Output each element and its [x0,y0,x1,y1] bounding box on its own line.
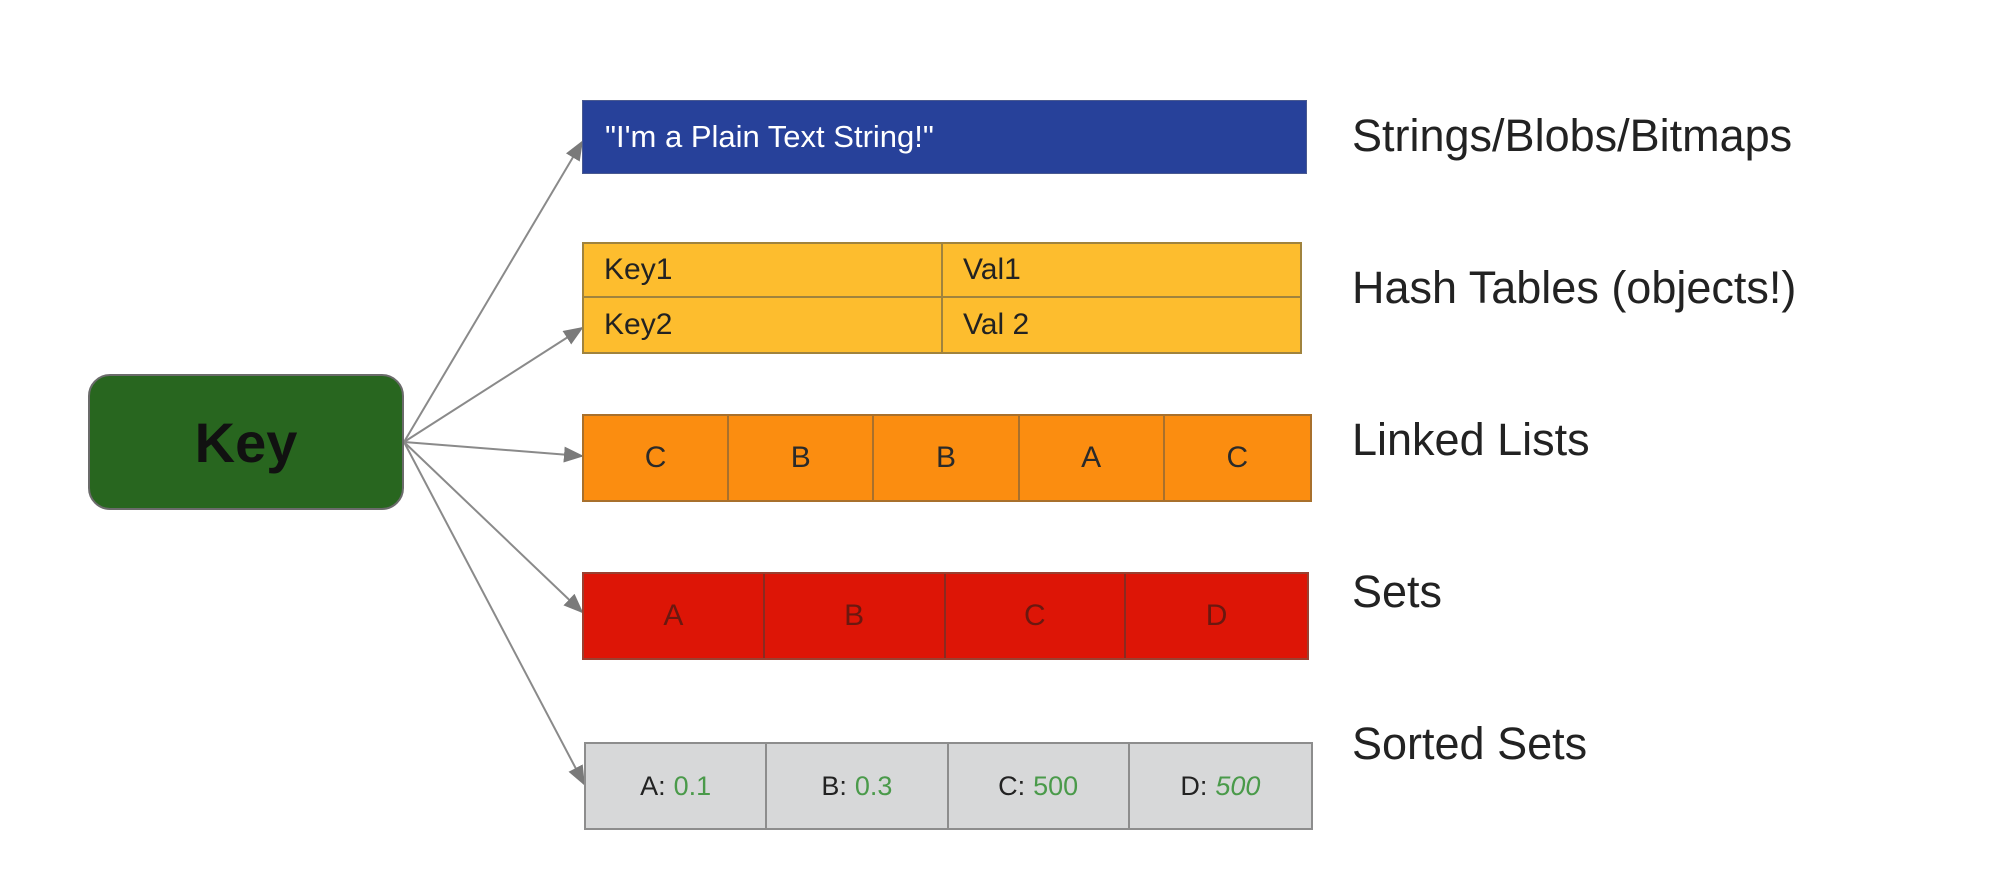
set-item: D [1205,599,1228,632]
arrow-to-strings [403,140,584,443]
linked-list-item: A [1020,416,1165,500]
sorted-set-member: B: [821,770,847,801]
set: A B C D [582,572,1309,660]
sorted-set-item: B: 0.3 [767,744,949,828]
hash-type-label: Hash Tables (objects!) [1352,262,1797,313]
sorted-set-member: D: [1180,770,1208,801]
hash-val-cell: Val 2 [963,308,1030,341]
arrow-to-linked-list [403,441,584,463]
hash-table: Key1 Val1 Key2 Val 2 [582,242,1302,354]
arrow-to-sets [403,441,584,614]
linked-list-type-label: Linked Lists [1352,414,1590,465]
linked-list-item: B [729,416,875,500]
arrow-to-sorted-sets [403,441,585,786]
sorted-set-score: 500 [1033,770,1079,801]
strings-type-label: Strings/Blobs/Bitmaps [1352,110,1793,161]
hash-key-cell: Key1 [584,244,943,298]
key-node: Key [88,374,404,510]
sorted-set-member: A: [640,770,666,801]
linked-list-item: C [1226,441,1249,474]
sorted-set-item: C: 500 [949,744,1130,828]
set-item: C [946,574,1127,658]
sorted-set: A: 0.1 B: 0.3 C: 500 D: 500 [584,742,1313,830]
sorted-set-item: D: 500 [1130,744,1311,828]
sets-type-label: Sets [1352,566,1443,617]
sorted-set-score: 0.3 [854,770,893,801]
linked-list-item: C [584,416,730,500]
sorted-set-score: 0.1 [673,770,712,801]
hash-key-cell: Key2 [584,298,943,352]
string-value-box: "I'm a Plain Text String!" [582,100,1307,174]
linked-list-item: B [874,416,1020,500]
set-item: B [765,574,946,658]
arrow-to-hash [403,326,584,443]
key-label: Key [194,410,298,474]
sorted-set-member: C: [998,770,1026,801]
sorted-set-item: A: 0.1 [586,744,768,828]
sorted-sets-type-label: Sorted Sets [1352,718,1588,769]
set-item: A [584,574,765,658]
sorted-set-score: 500 [1215,770,1261,801]
linked-list: C B B A C [582,414,1312,502]
hash-val-cell: Val1 [943,244,1300,298]
string-value: "I'm a Plain Text String!" [605,119,934,154]
